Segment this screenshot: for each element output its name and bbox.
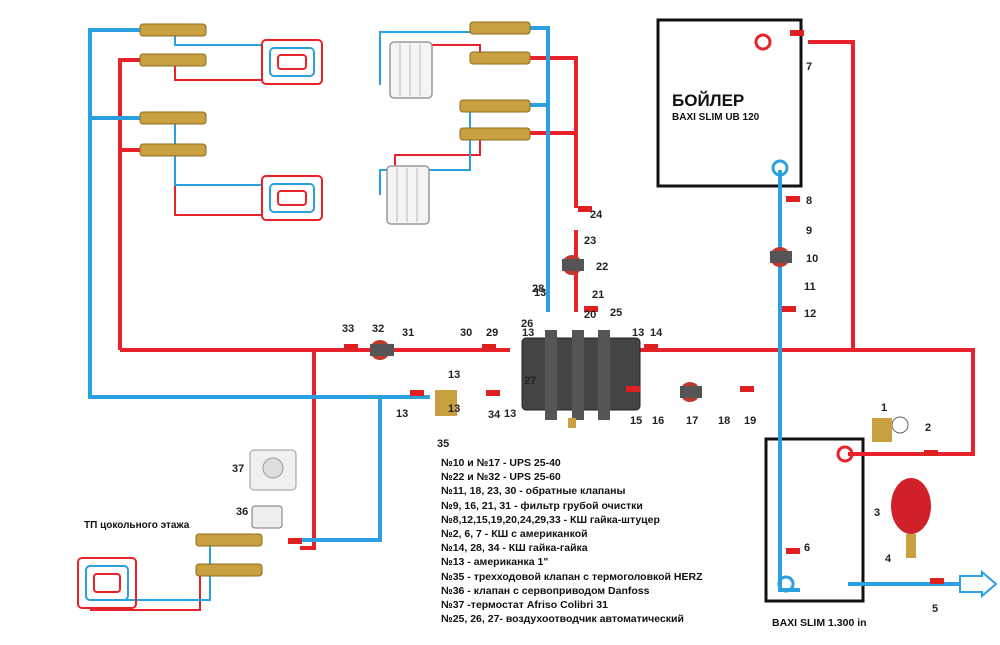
component-number: 22 [596, 261, 608, 273]
component-number: 15 [630, 415, 642, 427]
component-number: 10 [806, 253, 818, 265]
radiator-upper [389, 41, 433, 99]
legend-item: №9, 16, 21, 31 - фильтр грубой очистки [441, 499, 643, 512]
cold-water-arrow-icon [959, 569, 998, 599]
component-number: 20 [584, 309, 596, 321]
component-number: 25 [610, 307, 622, 319]
component-number: 13 [448, 403, 460, 415]
boiler-title: БОЙЛЕР [672, 91, 745, 110]
radiator-lower [386, 165, 430, 225]
component-number: 4 [885, 553, 892, 565]
thermostat-dial-icon [262, 457, 284, 479]
component-number: 2 [925, 422, 931, 434]
expansion-tank [891, 478, 931, 558]
component-number: 35 [437, 438, 449, 450]
component-number: 33 [342, 323, 354, 335]
component-number: 7 [806, 61, 812, 73]
return-boiler [778, 170, 800, 592]
return-riser-left [88, 28, 430, 399]
legend: №10 и №17 - UPS 25-40 №22 и №32 - UPS 25… [441, 456, 703, 626]
legend-item: №22 и №32 - UPS 25-60 [441, 471, 561, 484]
component-number: 19 [744, 415, 756, 427]
legend-item: №13 - американка 1" [441, 556, 549, 569]
pumps [370, 247, 792, 402]
gas-heater-box [764, 437, 865, 603]
component-number: 13 [632, 327, 644, 339]
component-number: 1 [881, 402, 887, 414]
legend-item: №2, 6, 7 - КШ с американкой [441, 528, 588, 541]
component-number: 29 [486, 327, 498, 339]
component-number: 26 [521, 318, 533, 330]
component-number: 28 [532, 283, 544, 295]
legend-item: №37 -термостат Afriso Colibri 31 [441, 599, 608, 612]
valves [288, 30, 944, 584]
supply-main-right [640, 348, 975, 456]
component-number: 13 [522, 327, 534, 339]
hydraulic-separator [521, 330, 641, 428]
component-number: 16 [652, 415, 664, 427]
component-number: 13 [534, 287, 546, 299]
component-number: 6 [804, 542, 810, 554]
boiler-rings [754, 33, 854, 463]
component-number: 34 [488, 409, 501, 421]
floor-heating-label: ТП цокольного этажа [84, 520, 190, 531]
heater-model: BAXI SLIM 1.300 in [772, 617, 867, 629]
boiler-tank-box [656, 18, 803, 188]
supply-floor-feed [300, 350, 316, 550]
component-number: 18 [718, 415, 730, 427]
component-number: 3 [874, 507, 880, 519]
component-number: 9 [806, 225, 812, 237]
component-number: 11 [804, 281, 816, 293]
servo-actuator [251, 505, 283, 529]
component-number: 17 [686, 415, 698, 427]
supply-riser-left [118, 58, 140, 350]
component-number: 24 [590, 209, 603, 221]
component-number: 27 [524, 375, 536, 387]
component-number: 21 [592, 289, 604, 301]
component-number: 32 [372, 323, 384, 335]
floor-coils [77, 39, 323, 609]
supply-radiators-riser [520, 56, 578, 208]
legend-item: №8,12,15,19,20,24,29,33 - КШ гайка-штуце… [441, 513, 660, 526]
component-number: 5 [932, 603, 938, 615]
component-number: 31 [402, 327, 414, 339]
supply-boiler [808, 40, 855, 350]
component-number: 13 [448, 369, 460, 381]
manifolds [139, 21, 531, 577]
component-number: 30 [460, 327, 472, 339]
component-number: 37 [232, 463, 244, 475]
legend-item: №10 и №17 - UPS 25-40 [441, 457, 561, 469]
boiler-return-ring [771, 159, 789, 177]
component-number: 36 [236, 506, 248, 518]
legend-item: №35 - трехходовой клапан с термоголовкой… [441, 570, 703, 583]
return-floor-feed [300, 397, 382, 542]
legend-item: №36 - клапан с сервоприводом Danfoss [441, 584, 650, 597]
three-way-valve [435, 390, 457, 416]
component-number: 13 [504, 408, 516, 420]
component-number: 13 [396, 408, 408, 420]
heater-inlet-ring [777, 575, 795, 593]
legend-item: №25, 26, 27- воздухоотводчик автоматичес… [441, 613, 684, 626]
component-number: 14 [650, 327, 663, 339]
legend-item: №14, 28, 34 - КШ гайка-гайка [441, 542, 588, 555]
return-radiators-riser [520, 26, 550, 312]
component-number: 8 [806, 195, 812, 207]
component-number: 12 [804, 308, 816, 320]
legend-item: №11, 18, 23, 30 - обратные клапаны [441, 485, 626, 498]
boiler-model: BAXI SLIM UB 120 [672, 112, 760, 123]
safety-group [872, 416, 909, 442]
component-number: 23 [584, 235, 596, 247]
